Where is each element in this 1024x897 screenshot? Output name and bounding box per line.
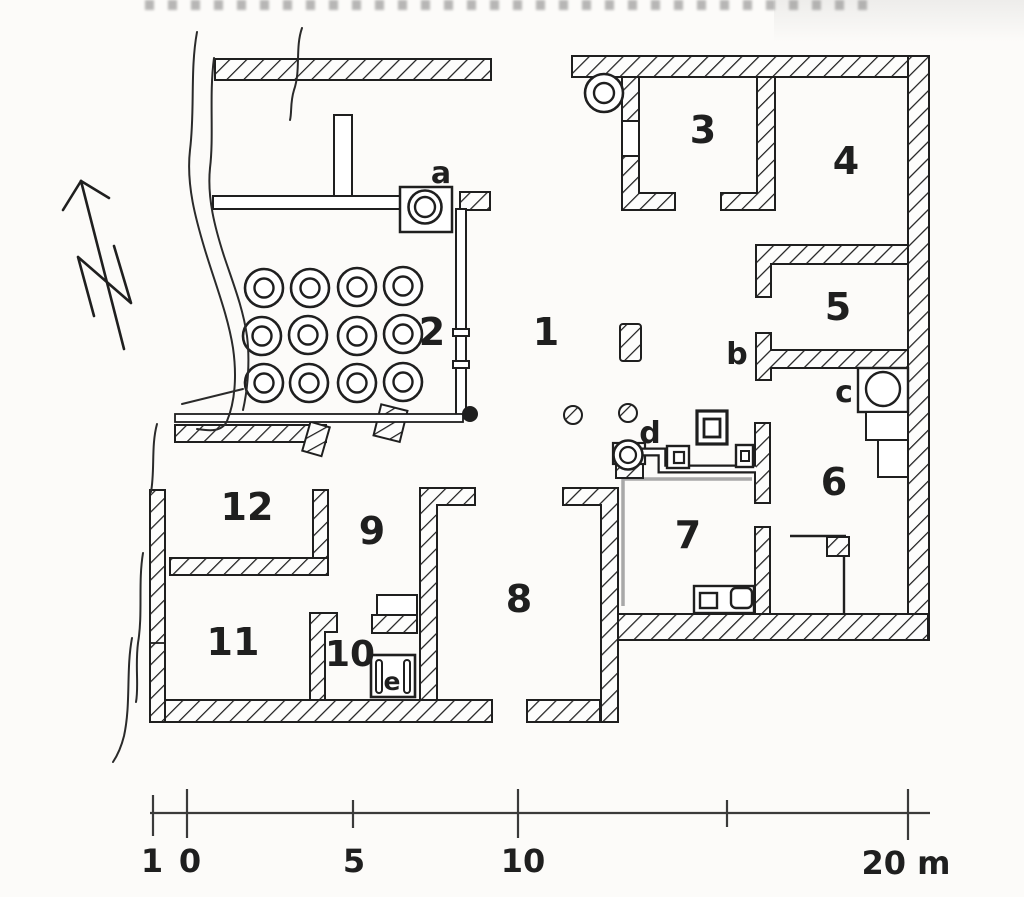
scale-label-0: 0 — [179, 842, 201, 880]
room2-right-thin-wall — [455, 208, 467, 416]
wall-top-right — [571, 55, 911, 78]
wall-socket-2-hole — [740, 450, 750, 462]
room7-hearth — [692, 584, 756, 615]
room6-features — [790, 366, 910, 614]
wall-room8-left — [419, 487, 476, 701]
wall-room3-blocked-segment — [621, 120, 640, 157]
wall-socket-2 — [734, 443, 755, 469]
pivot-d-outer — [612, 439, 644, 471]
feature-label-e: e — [384, 667, 401, 696]
feature-c-circle — [864, 370, 902, 408]
room-label-11: 11 — [207, 620, 260, 664]
wall-right-outer — [907, 55, 930, 641]
room-label-12: 12 — [221, 485, 274, 529]
cropped-text-artifact — [145, 0, 880, 10]
wall-room12-top-cap — [301, 420, 331, 458]
room-label-3: 3 — [690, 108, 716, 152]
scan-smudge — [774, 0, 1024, 42]
pivot-d-inner — [618, 445, 638, 465]
block-near-room2 — [372, 403, 409, 444]
scale-label-10: 10 — [501, 842, 546, 880]
scale-label-5: 5 — [343, 842, 365, 880]
room-label-6: 6 — [821, 460, 847, 504]
post-circle-2 — [618, 403, 638, 423]
hearth-hole — [698, 591, 719, 610]
room-label-9: 9 — [359, 509, 385, 553]
wall-bottom-left — [149, 699, 493, 723]
pivot-a-inner — [413, 195, 437, 219]
corner-post-dot — [462, 406, 478, 422]
room-label-5: 5 — [825, 285, 851, 329]
north-arrow-shaft — [79, 179, 126, 351]
room1-pillar — [619, 323, 642, 362]
feature-label-c: c — [835, 375, 853, 410]
room-label-8: 8 — [506, 577, 532, 621]
wall-socket-1-hole — [672, 450, 686, 465]
north-arrow — [61, 179, 133, 351]
wall-room6-left-upper — [754, 422, 771, 504]
impluvium-outer — [695, 409, 729, 446]
impluvium-inner — [702, 417, 722, 439]
wall-room10 — [371, 614, 418, 634]
room-labels: 1 2 3 4 5 6 7 8 9 10 11 12 — [207, 108, 860, 675]
feature-e-bar-left — [375, 659, 383, 694]
wall-room3-left-upper — [621, 76, 640, 122]
wall-corridor-end — [459, 191, 491, 211]
room10-features — [369, 594, 418, 699]
feature-label-a: a — [431, 156, 451, 191]
hearth-basin — [729, 586, 754, 610]
pivot-entrance-inner — [592, 81, 616, 105]
corridor-wall — [212, 195, 406, 210]
wall-top-left — [214, 58, 492, 81]
post-circle-1 — [563, 405, 583, 425]
torn-edge-lines — [112, 27, 303, 763]
wall-room12-top — [174, 424, 327, 443]
room-label-7: 7 — [675, 513, 701, 557]
scale-label-1: 1 — [141, 842, 163, 880]
room7-top-thin-wall — [642, 447, 756, 474]
wall-room12-right — [312, 489, 329, 561]
wall-room6-left-lower — [754, 526, 771, 618]
wall-room3-right — [720, 76, 776, 211]
wall-socket-1 — [665, 444, 691, 470]
wall-bottom-right — [617, 613, 929, 641]
pivot-a-outer — [407, 189, 443, 225]
room2-bottom-thin-wall — [174, 413, 464, 423]
pivot-circles — [407, 72, 644, 471]
corridor-stub-wall — [333, 114, 353, 197]
room10-step — [376, 594, 418, 616]
thin-wall-tick-1 — [452, 328, 470, 337]
hatched-walls — [149, 55, 930, 723]
feature-label-b: b — [726, 337, 747, 372]
room6-step-1 — [865, 411, 909, 441]
room6-post-block — [826, 536, 850, 557]
scale-label-20m: 20 m — [861, 844, 950, 882]
atrium-features — [665, 409, 755, 470]
north-arrow-n-glyph — [76, 244, 133, 318]
room-label-2: 2 — [419, 310, 445, 354]
thin-wall-tick-2 — [452, 360, 470, 369]
north-arrow-head-right — [79, 179, 111, 200]
wall-left-outer — [149, 489, 166, 723]
wall-room8-right — [562, 487, 619, 723]
scale-bar: 1 0 5 10 20 m — [141, 789, 951, 882]
feature-labels: a b c d e — [384, 156, 853, 696]
room-label-1: 1 — [533, 310, 559, 354]
room6-step-2 — [877, 439, 909, 478]
north-arrow-head-left — [61, 179, 83, 212]
room2-dolia — [241, 265, 424, 404]
feature-e-bar-right — [403, 659, 411, 694]
wall-room12-bottom — [169, 557, 329, 576]
wall-bottom-mid — [526, 699, 601, 723]
wall-room4-bottom — [755, 244, 909, 298]
pivot-entrance-outer — [583, 72, 625, 114]
wall-room3-left-lower — [621, 155, 676, 211]
room-label-10: 10 — [325, 634, 375, 675]
wall-room11-room10 — [309, 612, 338, 701]
room-label-4: 4 — [833, 139, 859, 183]
feature-label-d: d — [639, 416, 660, 451]
